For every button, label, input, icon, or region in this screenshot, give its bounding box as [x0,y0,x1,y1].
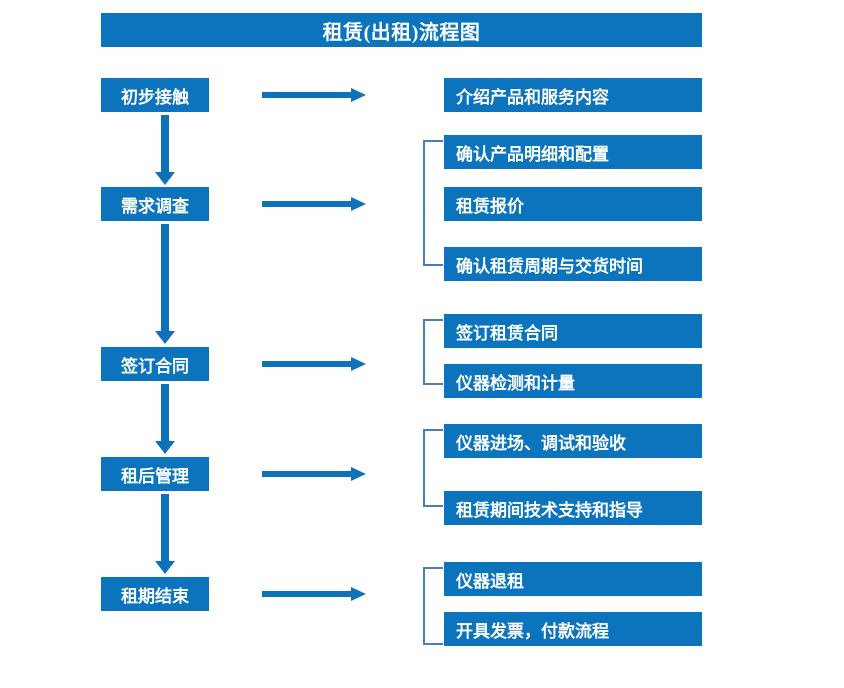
arrow-shaft [161,224,169,331]
stage-box-5[interactable]: 租期结束 [101,577,209,611]
stage-box-3[interactable]: 签订合同 [101,347,209,381]
vertical-arrow-4 [155,494,175,574]
detail-box-4-2[interactable]: 租赁期间技术支持和指导 [444,491,702,525]
detail-box-4-1[interactable]: 仪器进场、调试和验收 [444,424,702,458]
arrow-head-icon [155,172,175,185]
group-bracket-5 [423,567,443,645]
detail-box-5-1[interactable]: 仪器退租 [444,562,702,596]
arrow-head-icon [155,331,175,344]
arrow-head-icon [351,357,366,371]
page-title: 租赁(出租)流程图 [101,13,702,47]
detail-box-3-2[interactable]: 仪器检测和计量 [444,364,702,398]
horizontal-arrow-5 [262,585,366,603]
arrow-head-icon [351,587,366,601]
detail-box-3-1[interactable]: 签订租赁合同 [444,314,702,348]
arrow-head-icon [351,197,366,211]
arrow-shaft [262,201,352,207]
arrow-head-icon [351,88,366,102]
vertical-arrow-3 [155,384,175,454]
arrow-shaft [262,92,352,98]
detail-box-1-1[interactable]: 介绍产品和服务内容 [444,78,702,112]
arrow-head-icon [351,467,366,481]
stage-box-2[interactable]: 需求调查 [101,187,209,221]
arrow-head-icon [155,561,175,574]
detail-box-2-1[interactable]: 确认产品明细和配置 [444,135,702,169]
arrow-shaft [262,471,352,477]
stage-box-1[interactable]: 初步接触 [101,78,209,112]
horizontal-arrow-2 [262,195,366,213]
vertical-arrow-1 [155,115,175,185]
arrow-head-icon [155,441,175,454]
group-bracket-2 [423,140,443,266]
arrow-shaft [262,591,352,597]
group-bracket-3 [423,319,443,385]
arrow-shaft [161,384,169,441]
stage-box-4[interactable]: 租后管理 [101,457,209,491]
detail-box-2-3[interactable]: 确认租赁周期与交货时间 [444,247,702,281]
horizontal-arrow-3 [262,355,366,373]
vertical-arrow-2 [155,224,175,344]
detail-box-2-2[interactable]: 租赁报价 [444,187,702,221]
group-bracket-4 [423,429,443,507]
horizontal-arrow-1 [262,86,366,104]
detail-box-5-2[interactable]: 开具发票，付款流程 [444,612,702,646]
horizontal-arrow-4 [262,465,366,483]
arrow-shaft [161,115,169,172]
arrow-shaft [262,361,352,367]
arrow-shaft [161,494,169,561]
